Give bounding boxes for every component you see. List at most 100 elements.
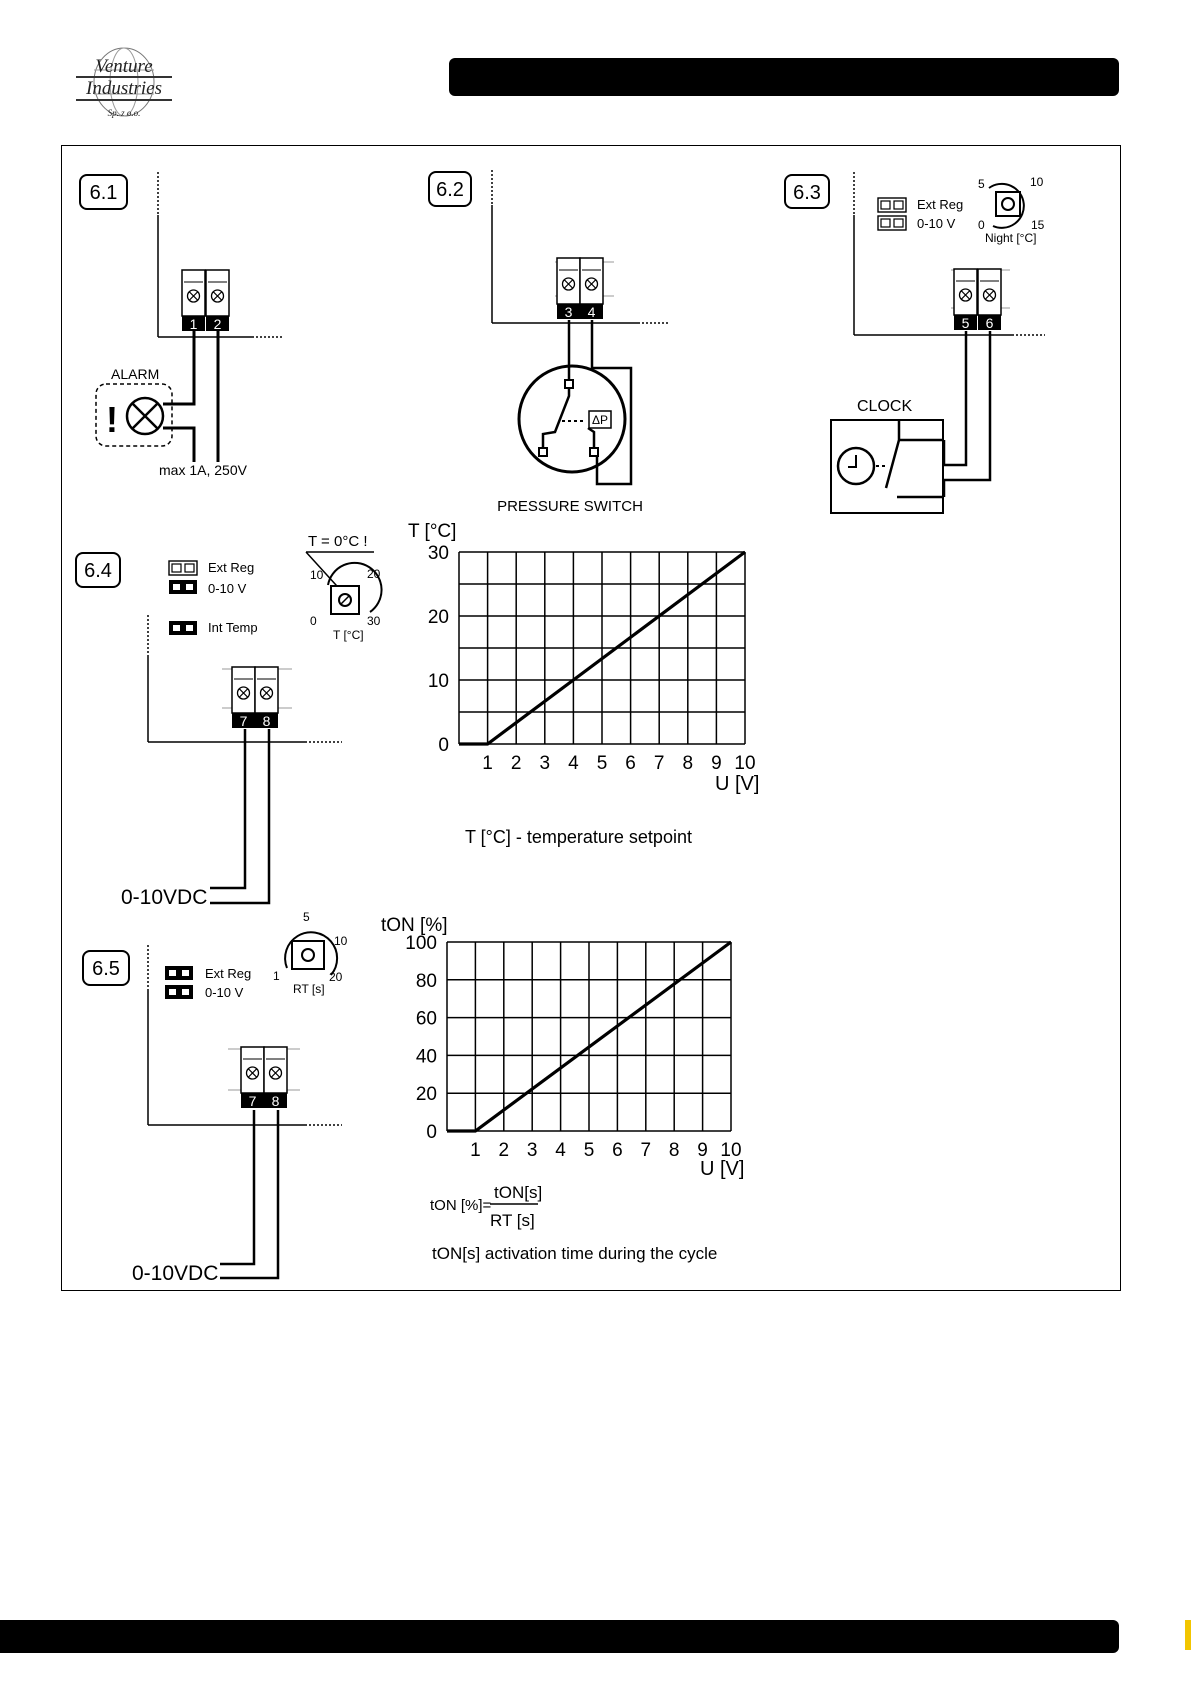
section-label: 6.3 — [793, 182, 821, 204]
jumper-label: 0-10 V — [208, 581, 247, 596]
knob-tick: 10 — [334, 934, 348, 948]
input-label: 0-10VDC — [121, 886, 207, 909]
knob-tick: 5 — [303, 910, 310, 924]
diagram-frame — [61, 145, 1121, 1291]
jumper-label: Int Temp — [208, 620, 258, 635]
x-tick-label: 2 — [511, 753, 522, 774]
terminal-number: 5 — [962, 315, 970, 331]
terminal-number: 8 — [272, 1093, 280, 1109]
temperature-knob-icon — [327, 561, 383, 615]
pressure-switch-label: PRESSURE SWITCH — [497, 498, 643, 515]
alarm-lamp-box — [95, 383, 173, 447]
alarm-label: ALARM — [111, 366, 159, 382]
x-tick-label: 9 — [711, 753, 722, 774]
terminal-number: 6 — [986, 315, 994, 331]
jumper-label: Ext Reg — [205, 966, 251, 981]
x-tick-label: 3 — [527, 1140, 538, 1161]
formula-numerator: tON[s] — [494, 1183, 542, 1202]
section-6-1: 6.1 1 2 ALARM ! max 1A, 250V — [79, 172, 283, 478]
y-tick-label: 30 — [428, 543, 449, 564]
section-label-box — [79, 174, 128, 210]
knob-tick: 30 — [367, 614, 381, 628]
knob-tick: 1 — [273, 969, 280, 983]
jumper-closed — [169, 621, 197, 635]
jumper-label: 0-10 V — [205, 985, 244, 1000]
x-tick-label: 10 — [734, 753, 755, 774]
knob-tick: 20 — [329, 970, 343, 984]
x-tick-label: 2 — [499, 1140, 510, 1161]
terminal-number: 1 — [190, 316, 198, 332]
x-tick-label: 8 — [669, 1140, 680, 1161]
section-label: 6.4 — [84, 560, 112, 582]
terminal-number: 3 — [565, 304, 573, 320]
footer-bar — [0, 1620, 1119, 1653]
jumper-closed — [165, 966, 193, 980]
section-label: 6.2 — [436, 179, 464, 201]
formula-left: tON [%]= — [430, 1197, 492, 1214]
formula-denominator: RT [s] — [490, 1211, 535, 1230]
chart-y-label: T [°C] — [408, 521, 456, 542]
y-tick-label: 40 — [416, 1046, 437, 1067]
jumper-closed — [169, 580, 197, 594]
section-label-box — [82, 950, 130, 986]
terminal-number: 7 — [249, 1093, 257, 1109]
knob-tick: 15 — [1031, 218, 1045, 232]
clock-icon — [836, 446, 876, 486]
temperature-caption: T [°C] - temperature setpoint — [465, 827, 692, 847]
header-bar — [449, 58, 1119, 96]
knob-label: RT [s] — [293, 982, 325, 996]
knob-tick: 10 — [310, 568, 324, 582]
y-tick-label: 10 — [428, 671, 449, 692]
knob-tick: 0 — [310, 614, 317, 628]
page-edge-marker — [1185, 1620, 1191, 1650]
activation-formula: tON [%]= tON[s] RT [s] — [430, 1183, 542, 1230]
x-tick-label: 1 — [470, 1140, 481, 1161]
globe-icon — [76, 47, 172, 117]
rating-label: max 1A, 250V — [159, 462, 248, 478]
jumper-label: Ext Reg — [917, 197, 963, 212]
jumper-label: 0-10 V — [917, 216, 956, 231]
x-tick-label: 10 — [720, 1140, 741, 1161]
section-label: 6.5 — [92, 958, 120, 980]
jumper-open — [877, 197, 907, 213]
alarm-exclamation: ! — [106, 399, 118, 440]
section-6-4: 6.4 Ext Reg 0-10 V Int Temp T = 0°C ! 10… — [75, 533, 383, 909]
section-label-box — [784, 174, 830, 209]
clock-box — [830, 419, 944, 514]
section-6-5: 6.5 Ext Reg 0-10 V 5 10 1 20 RT [s] 7 8 … — [82, 910, 348, 1285]
knob-tick: 20 — [367, 567, 381, 581]
delta-p-label: ΔP — [592, 413, 608, 427]
knob-label: Night [°C] — [985, 231, 1036, 245]
activation-caption: tON[s] activation time during the cycle — [432, 1244, 717, 1263]
cycle-time-knob-icon — [284, 931, 339, 976]
y-tick-label: 20 — [428, 607, 449, 628]
x-tick-label: 5 — [584, 1140, 595, 1161]
jumper-open — [877, 215, 907, 231]
x-tick-label: 6 — [612, 1140, 623, 1161]
y-tick-label: 0 — [438, 735, 449, 756]
x-tick-label: 6 — [625, 753, 636, 774]
x-tick-label: 1 — [482, 753, 493, 774]
section-6-2: 6.2 3 4 ΔP PRESSURE SWITCH — [428, 170, 670, 515]
pressure-switch-icon: ΔP — [517, 364, 627, 474]
night-knob-icon — [988, 182, 1025, 229]
section-6-3: 6.3 Ext Reg 0-10 V 5 10 0 15 Night [°C] … — [784, 172, 1045, 514]
y-tick-label: 0 — [426, 1122, 437, 1143]
x-tick-label: 9 — [697, 1140, 708, 1161]
jumper-closed — [165, 985, 193, 999]
y-tick-label: 100 — [405, 933, 437, 954]
lamp-icon — [125, 396, 165, 436]
terminal-number: 2 — [214, 316, 222, 332]
terminal-number: 8 — [263, 713, 271, 729]
y-tick-label: 80 — [416, 971, 437, 992]
zero-temp-note: T = 0°C ! — [308, 533, 368, 550]
y-tick-label: 20 — [416, 1084, 437, 1105]
chart-x-label: U [V] — [700, 1158, 744, 1180]
logo-line-1: Venture — [95, 56, 153, 77]
jumper-label: Ext Reg — [208, 560, 254, 575]
x-tick-label: 7 — [641, 1140, 652, 1161]
jumper-open — [168, 560, 198, 576]
